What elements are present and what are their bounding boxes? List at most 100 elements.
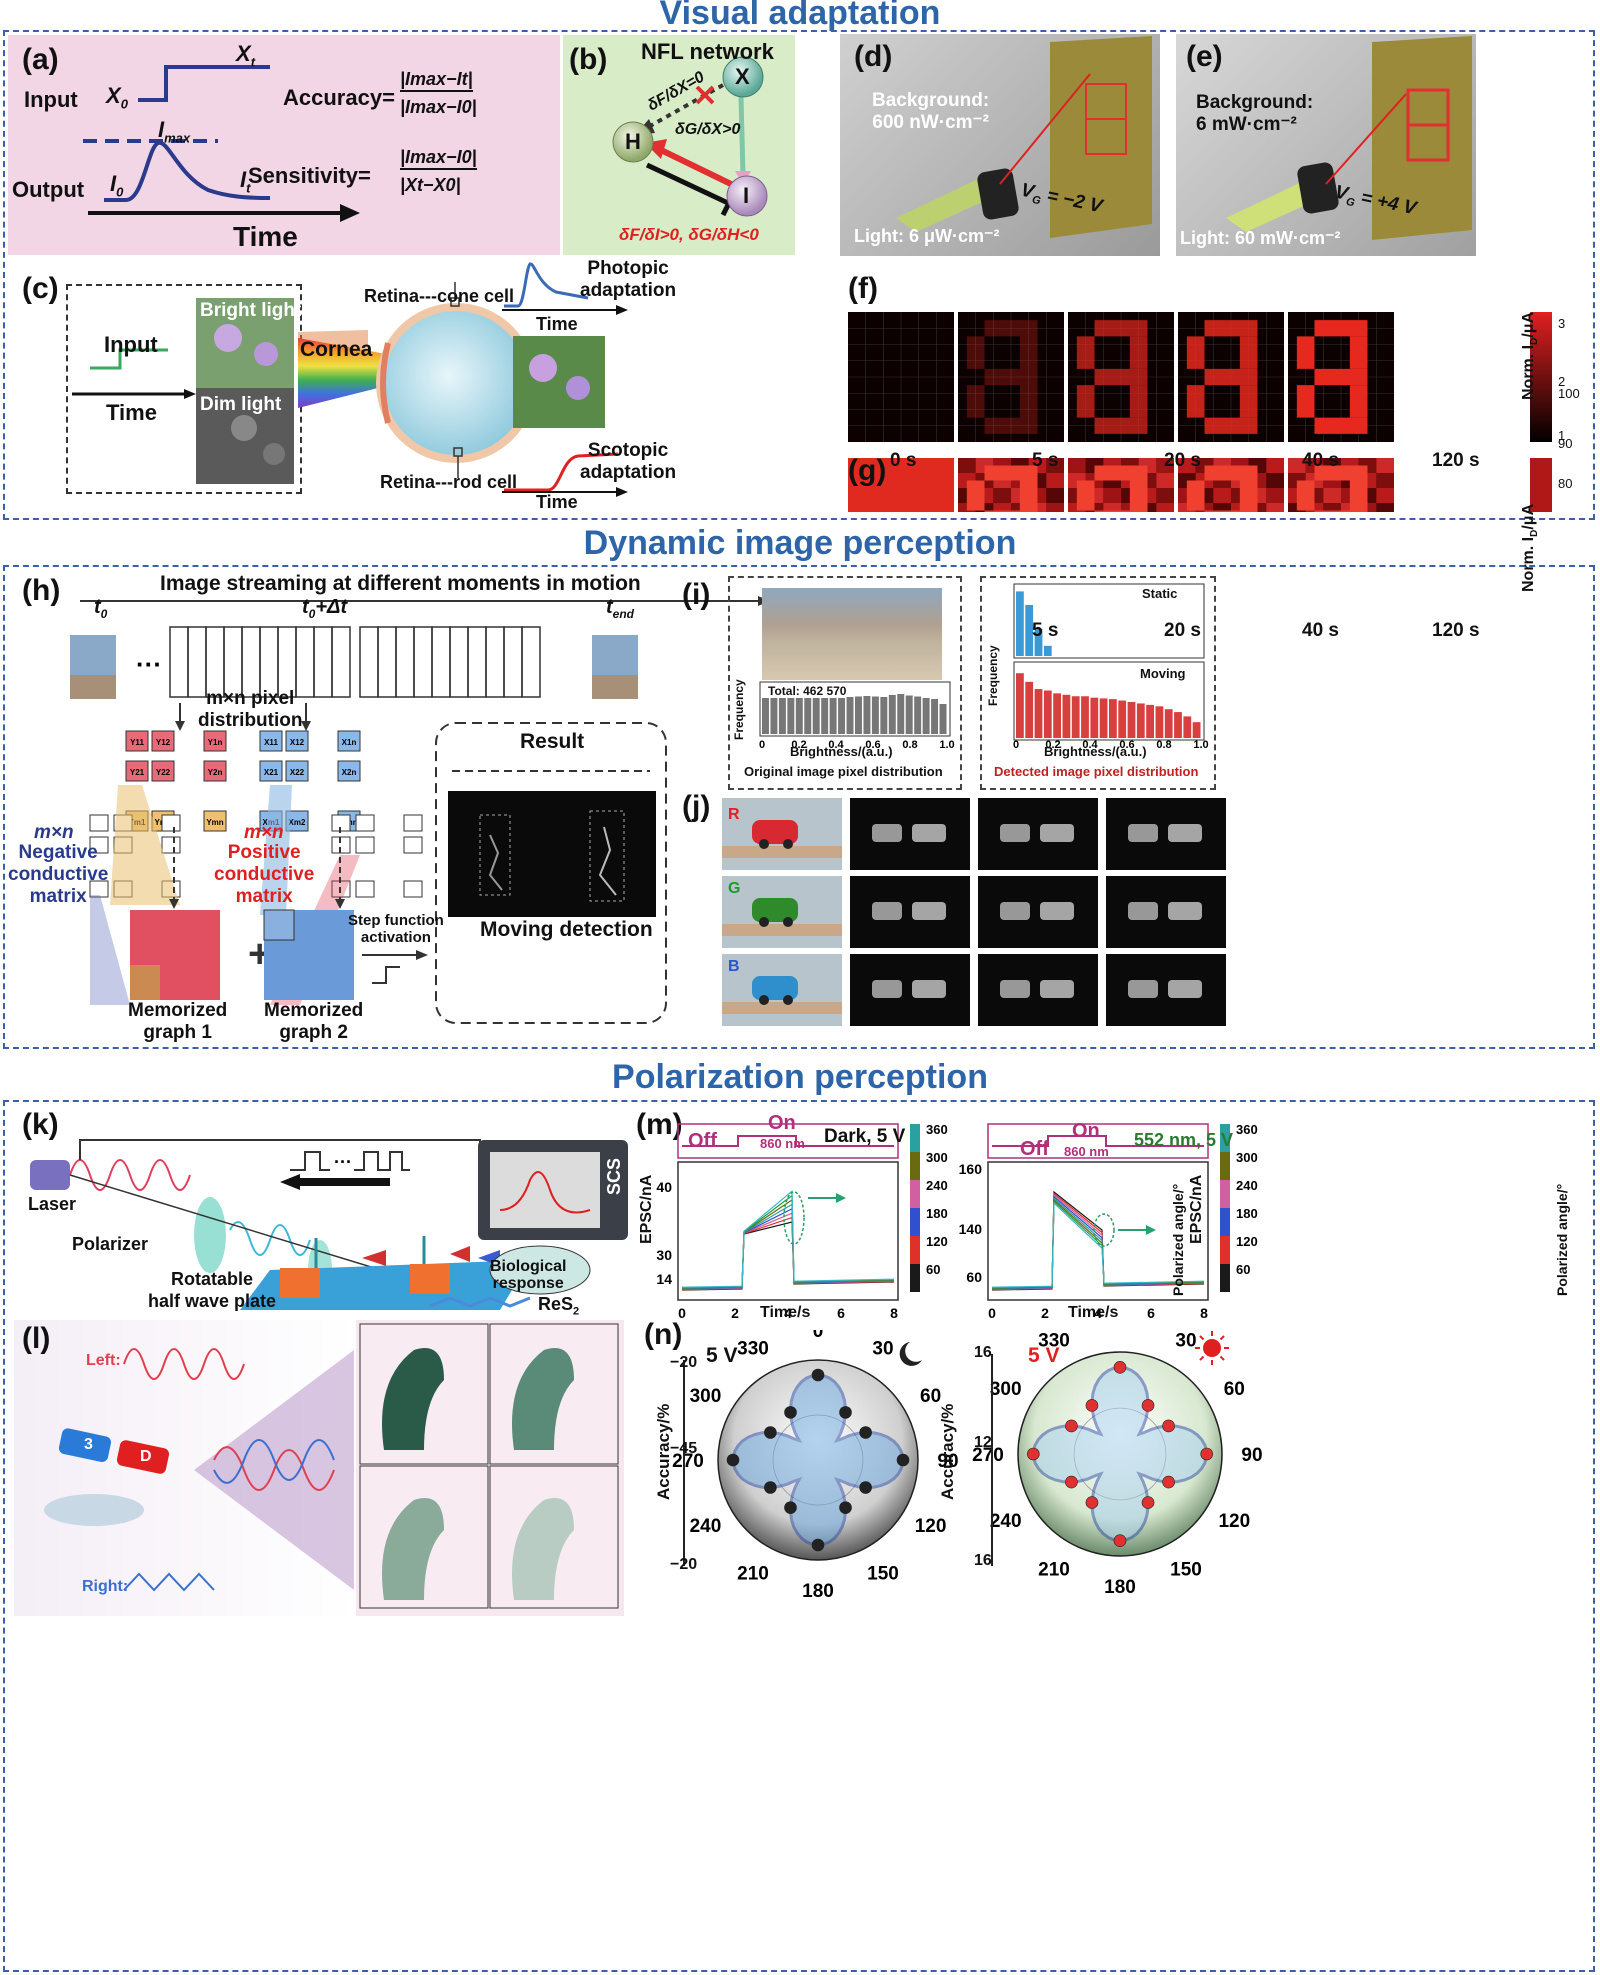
conductive-cell bbox=[403, 836, 423, 854]
car-detected-frame bbox=[850, 798, 970, 870]
panel-m-on-left: On bbox=[768, 1112, 796, 1134]
panel-a-sensitivity: Sensitivity= bbox=[248, 163, 371, 188]
panel-l-drawing bbox=[44, 1320, 624, 1616]
heatmap-f-segment bbox=[1239, 385, 1258, 418]
hist-moving-bar bbox=[1192, 722, 1201, 738]
panel-m-ylabel-right: EPSC/nA bbox=[1188, 1174, 1205, 1244]
panel-l-glass-left: 3 bbox=[84, 1436, 93, 1453]
colorbar-segment bbox=[1220, 1236, 1230, 1264]
panel-d: (d) Background: 600 nW·cm⁻² Light: 6 μW·… bbox=[840, 34, 1160, 256]
epsc-highlight bbox=[783, 1191, 805, 1245]
hist-orig-bar bbox=[931, 699, 939, 734]
hist-orig-bar bbox=[787, 696, 795, 734]
heatmap-g-segment bbox=[1314, 465, 1368, 481]
panel-h-graph2: Memorized graph 2 bbox=[264, 1000, 364, 1043]
image-frame bbox=[223, 626, 243, 698]
panel-a-x0: X0 bbox=[106, 83, 128, 112]
panel-i-freq-det: Frequency bbox=[986, 645, 1000, 706]
moon-icon bbox=[899, 1342, 922, 1366]
heatmap-f-segment bbox=[966, 385, 985, 418]
car-ghost bbox=[1040, 980, 1074, 998]
heatmap-f-segment bbox=[1204, 320, 1258, 337]
y-matrix-cell bbox=[151, 730, 175, 752]
panel-n-rt-1: 12 bbox=[974, 1434, 992, 1451]
image-frame bbox=[295, 626, 315, 698]
hist-det-xtick: 0.8 bbox=[1156, 739, 1171, 748]
panel-f-tick-1: 2 bbox=[1558, 374, 1566, 389]
conductive-cell bbox=[403, 880, 423, 898]
heatmap-f-segment bbox=[1129, 336, 1148, 369]
hist-moving-bar bbox=[1025, 681, 1034, 738]
car-wheel bbox=[783, 917, 793, 927]
panel-f-time-2: 20 s bbox=[1164, 450, 1201, 471]
epsc-xtick: 8 bbox=[1200, 1305, 1208, 1321]
epsc-ytick: 30 bbox=[656, 1247, 672, 1263]
panel-k-polarizer: Polarizer bbox=[72, 1234, 149, 1254]
panel-m-off-right: Off bbox=[1020, 1138, 1049, 1160]
panel-h-t0: t0 bbox=[94, 596, 108, 621]
hist-static-bar bbox=[1034, 628, 1043, 656]
car-ghost bbox=[1040, 902, 1074, 920]
panel-b-bottom: δF/δI>0, δG/δH<0 bbox=[619, 225, 759, 244]
hist-orig-bar bbox=[804, 697, 812, 734]
heatmap-f-segment bbox=[1076, 336, 1095, 369]
heatmap-f-segment bbox=[1296, 336, 1315, 369]
panel-e-light: Light: 60 mW·cm⁻² bbox=[1180, 228, 1341, 248]
heatmap-g-segment bbox=[1349, 480, 1368, 511]
colorbar-segment bbox=[1220, 1208, 1230, 1236]
hist-moving-bar bbox=[1155, 706, 1164, 738]
colorbar-segment bbox=[1220, 1152, 1230, 1180]
hist-orig-bar bbox=[838, 698, 846, 734]
polar-angle-label: 330 bbox=[737, 1338, 769, 1359]
hist-orig-bar bbox=[939, 704, 947, 734]
epsc-ytick: 60 bbox=[966, 1269, 982, 1285]
colorbar-tick: 180 bbox=[1236, 1206, 1258, 1221]
hist-orig-bar bbox=[880, 697, 888, 734]
panel-a-imax: Imax bbox=[158, 117, 191, 146]
hist-orig-xtick: 0.6 bbox=[865, 739, 880, 751]
car-ghost bbox=[872, 980, 902, 998]
car-wheel bbox=[759, 995, 769, 1005]
frame-dynamic bbox=[3, 565, 1595, 1049]
panel-h-step: Step function activation bbox=[348, 912, 444, 946]
epsc-highlight bbox=[1093, 1213, 1115, 1247]
car-body bbox=[752, 898, 798, 922]
hist-orig-bar bbox=[770, 697, 778, 734]
hist-det-xtick: 1.0 bbox=[1193, 739, 1208, 748]
panel-f-time-3: 40 s bbox=[1302, 450, 1339, 471]
heatmap-g-segment bbox=[1019, 480, 1038, 511]
panel-a-it: It bbox=[240, 167, 251, 196]
hist-moving-bar bbox=[1146, 704, 1154, 738]
hist-orig-bar bbox=[888, 695, 896, 734]
panel-i-orig-caption: Original image pixel distribution bbox=[744, 764, 943, 779]
panel-a-graph bbox=[83, 65, 360, 222]
heatmap-f-segment bbox=[1019, 385, 1038, 418]
panel-b-dgdx: δG/δX>0 bbox=[675, 121, 741, 138]
polar-point bbox=[784, 1406, 797, 1419]
panel-b-node-x: X bbox=[735, 64, 750, 89]
hist-orig-xtick: 0.4 bbox=[828, 739, 844, 751]
sun-ray bbox=[1199, 1355, 1205, 1361]
heatmap-f-segment bbox=[1314, 417, 1368, 434]
polar-point bbox=[1141, 1496, 1155, 1509]
panel-l-right: Right: bbox=[82, 1578, 129, 1595]
hist-moving-bar bbox=[1109, 699, 1117, 738]
colorbar-tick: 360 bbox=[1236, 1122, 1258, 1137]
panel-a-accuracy-den: |Imax−I0| bbox=[400, 97, 477, 117]
y-matrix-cell-label: Y1n bbox=[208, 738, 223, 747]
heatmap-g-segment bbox=[1314, 510, 1368, 512]
heatmap-g-segment bbox=[1204, 465, 1258, 481]
polar-point bbox=[1162, 1475, 1175, 1489]
heatmap-f-segment bbox=[1349, 336, 1368, 369]
heatmap-g-cell bbox=[1046, 458, 1064, 473]
panel-c: (c) Input Time Bright light bbox=[8, 258, 848, 518]
colorbar-tick: 120 bbox=[926, 1234, 948, 1249]
heatmap-f-segment bbox=[1019, 336, 1038, 369]
car-detected-frame bbox=[1106, 954, 1226, 1026]
hist-orig-bar bbox=[829, 697, 837, 734]
heatmap-g-segment bbox=[1239, 480, 1258, 511]
heatmap-f-segment bbox=[1296, 385, 1315, 418]
hist-det-xtick: 0 bbox=[1013, 739, 1019, 748]
hist-det-xtick: 0.2 bbox=[1045, 739, 1060, 748]
